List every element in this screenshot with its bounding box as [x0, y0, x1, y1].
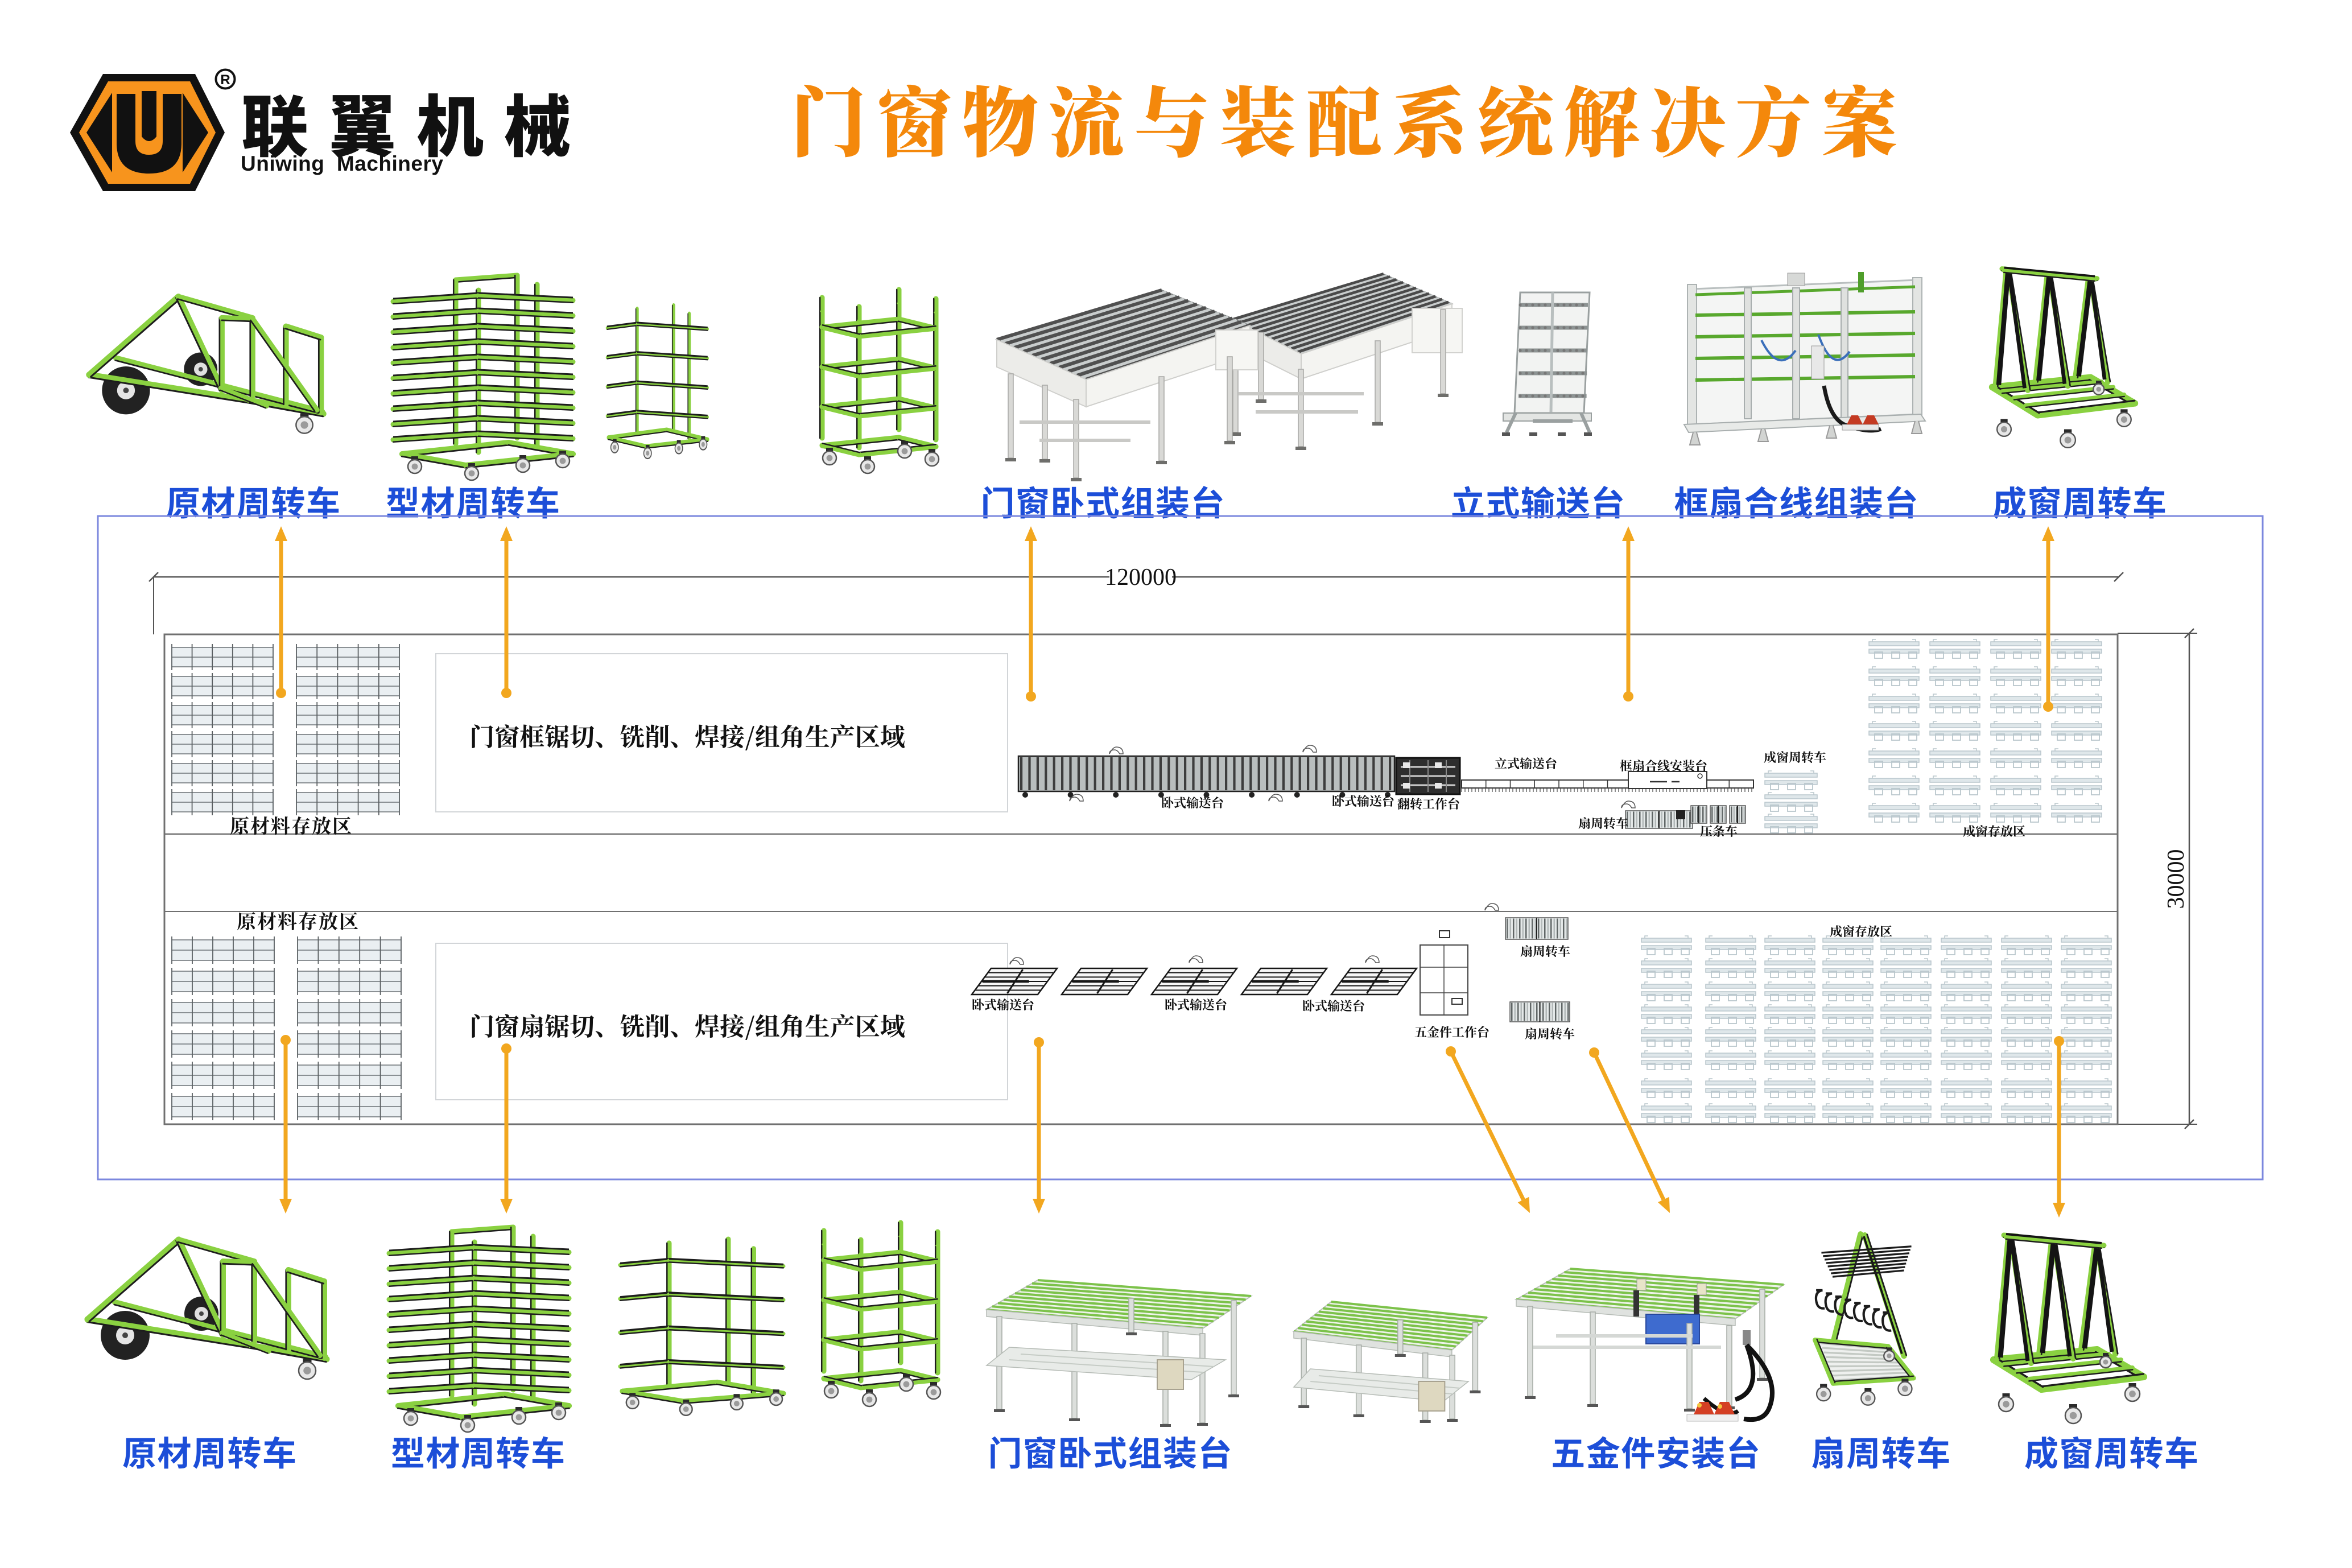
svg-text:120000: 120000 [1105, 564, 1177, 591]
svg-text:Uniwing Machinery: Uniwing Machinery [241, 152, 443, 175]
svg-text:30000: 30000 [2163, 849, 2189, 909]
svg-text:R: R [220, 72, 230, 88]
